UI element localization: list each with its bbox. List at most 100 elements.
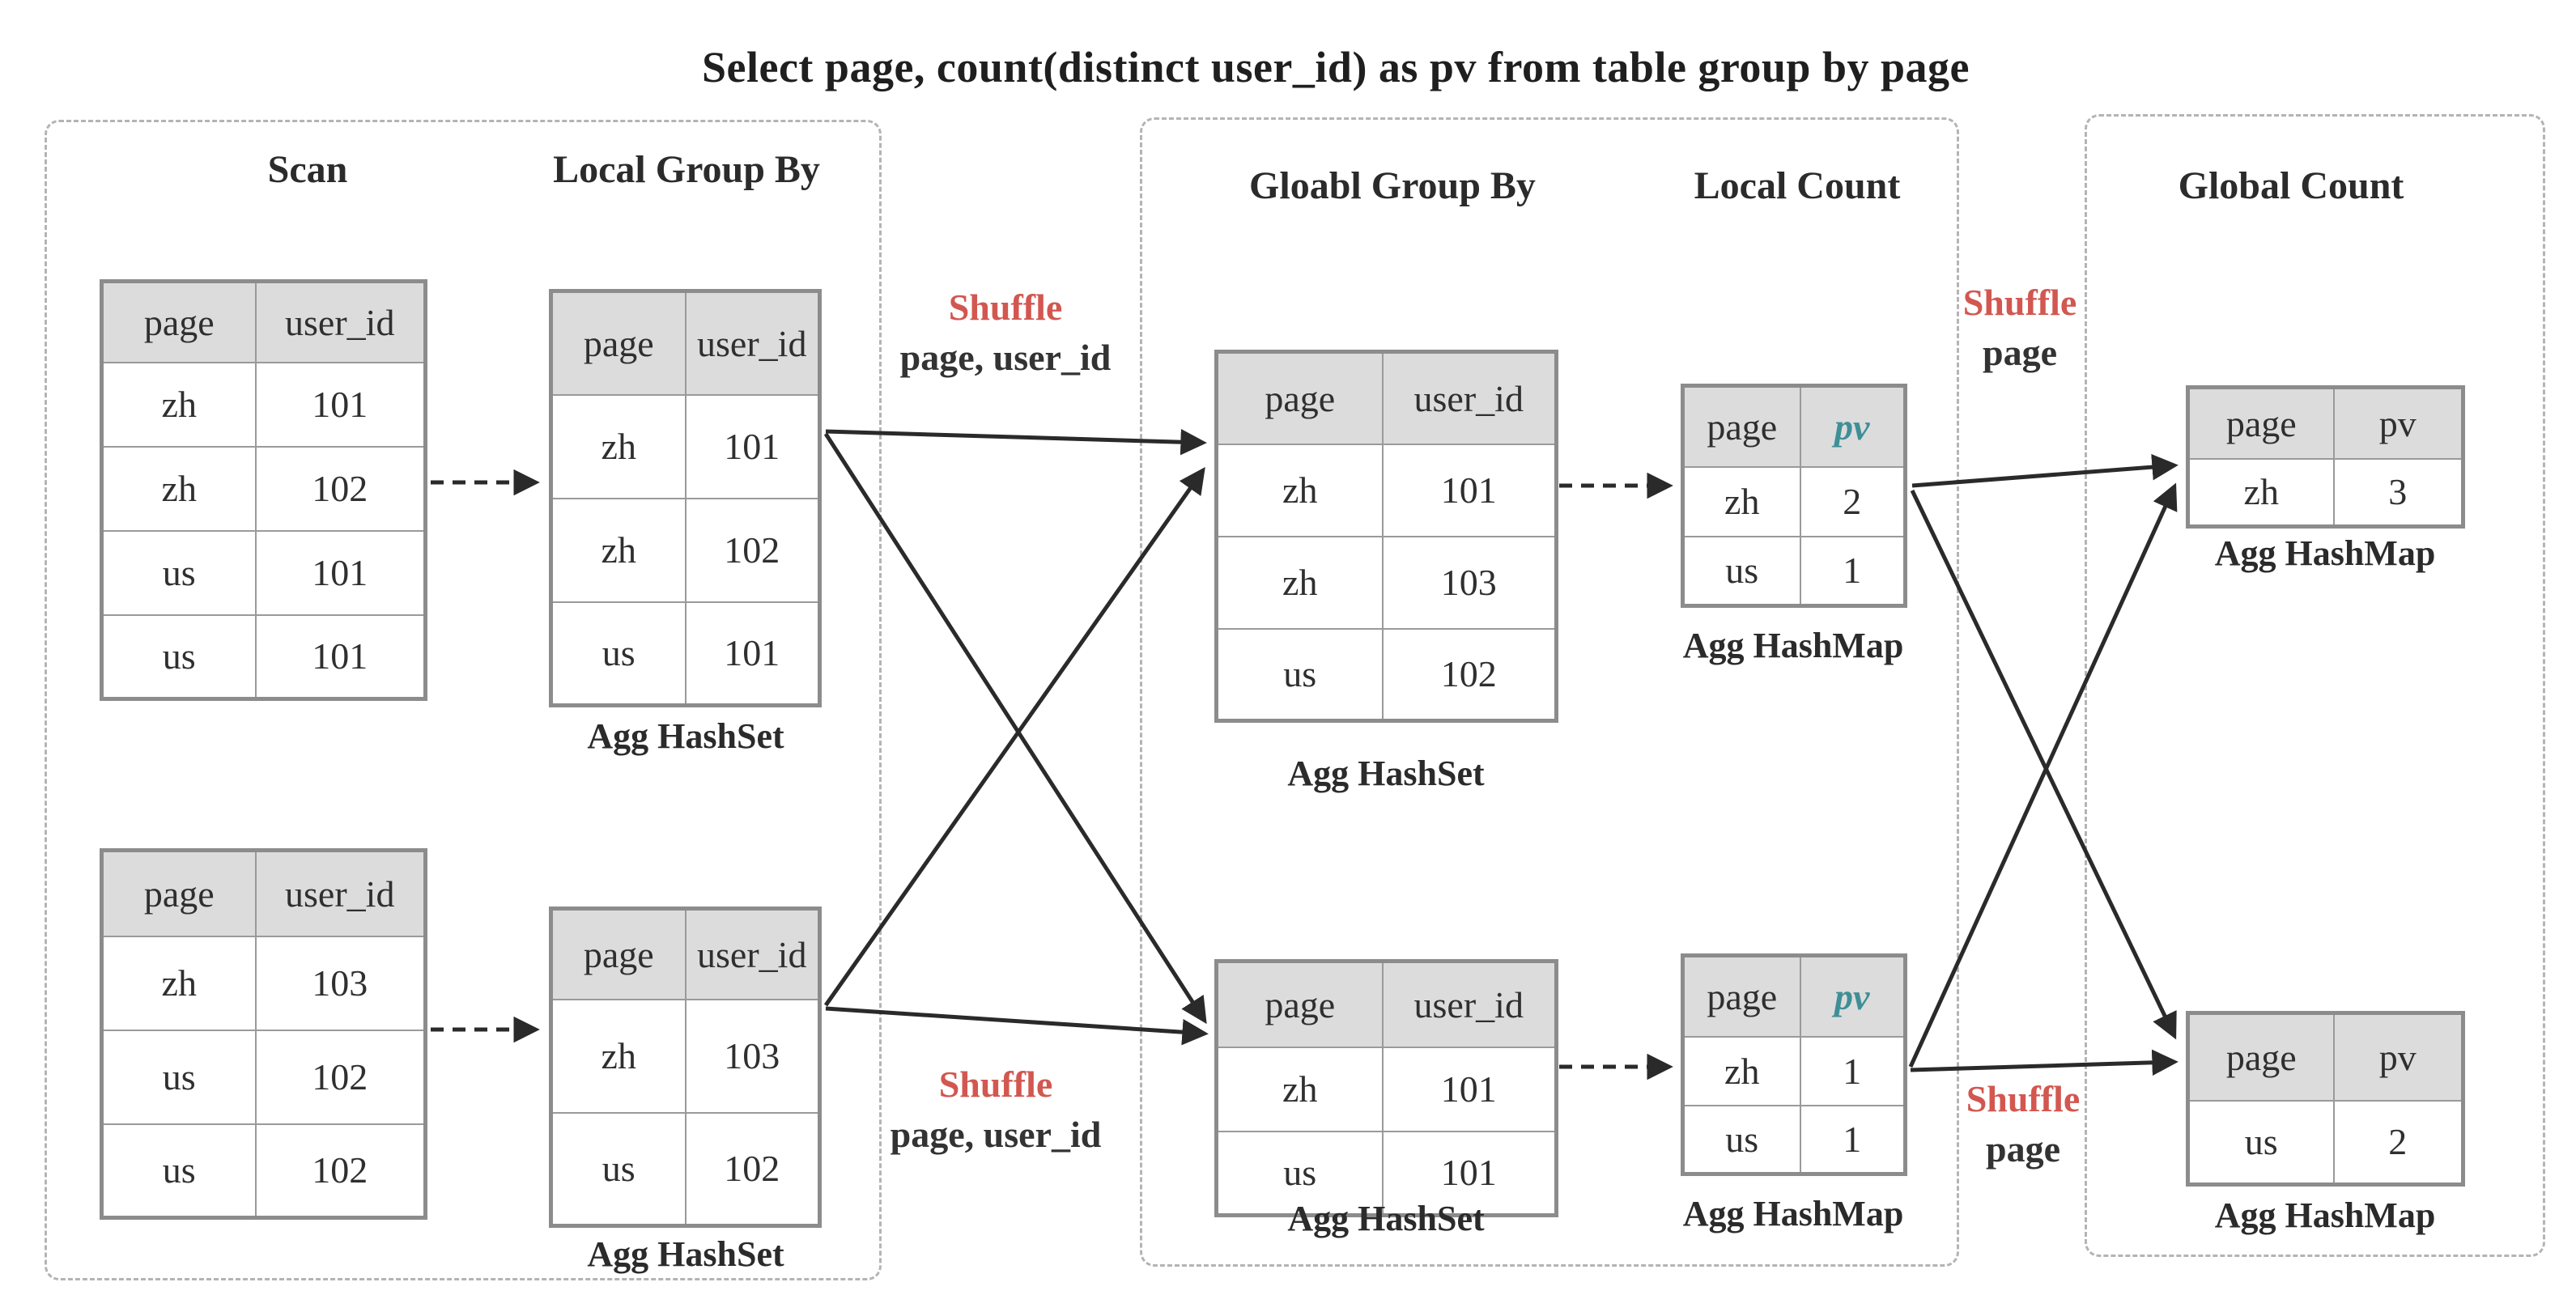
col-header-page: page bbox=[100, 849, 257, 937]
shuffle-key: page bbox=[1986, 1128, 2060, 1170]
cell: 102 bbox=[684, 1111, 821, 1227]
stage-header-local-group-by: Local Group By bbox=[553, 148, 820, 191]
cell: zh bbox=[1215, 443, 1384, 537]
cell: 103 bbox=[1381, 535, 1558, 630]
shuffle-key: page, user_id bbox=[890, 1114, 1102, 1155]
table-header-row: page user_id bbox=[550, 907, 821, 1000]
table-header-row: page user_id bbox=[100, 849, 427, 937]
cell: 102 bbox=[684, 497, 821, 603]
col-header-page: page bbox=[1215, 960, 1384, 1048]
cell: 101 bbox=[1381, 443, 1558, 537]
cell: 102 bbox=[254, 445, 427, 532]
cell: 101 bbox=[254, 361, 427, 448]
cell: 102 bbox=[254, 1123, 427, 1219]
cell: us bbox=[550, 1111, 687, 1227]
cell: 103 bbox=[684, 998, 821, 1114]
col-header-page: page bbox=[2187, 386, 2335, 460]
cell: zh bbox=[100, 361, 257, 448]
col-header-pv: pv bbox=[2332, 386, 2464, 460]
shuffle-title: Shuffle bbox=[1962, 282, 2077, 323]
caption-agg-hashset-local1: Agg HashSet bbox=[587, 716, 784, 756]
shuffle-label-right-bottom: Shuffle page bbox=[1954, 1076, 2092, 1172]
cell: zh bbox=[1681, 465, 1801, 537]
cell: 1 bbox=[1799, 535, 1906, 607]
stage-header-scan: Scan bbox=[267, 148, 348, 191]
caption-agg-hashmap-globalcount2: Agg HashMap bbox=[2214, 1195, 2436, 1235]
stage-header-global-group-by: Gloabl Group By bbox=[1249, 164, 1536, 207]
cell: zh bbox=[550, 393, 687, 499]
caption-agg-hashmap-localcount1: Agg HashMap bbox=[1682, 626, 1904, 665]
table-header-row: page pv bbox=[2187, 386, 2464, 460]
cell: 101 bbox=[1381, 1046, 1558, 1132]
cell: 1 bbox=[1799, 1104, 1906, 1175]
shuffle-key: page bbox=[1983, 332, 2057, 373]
cell: us bbox=[1681, 535, 1801, 607]
cell: 102 bbox=[1381, 627, 1558, 722]
col-header-page: page bbox=[550, 907, 687, 1000]
col-header-page: page bbox=[1215, 350, 1384, 445]
col-header-page: page bbox=[100, 280, 257, 363]
caption-agg-hashset-local2: Agg HashSet bbox=[587, 1234, 784, 1274]
table-header-row: page user_id bbox=[100, 280, 427, 363]
cell: 101 bbox=[684, 601, 821, 707]
cell: us bbox=[100, 529, 257, 616]
cell: us bbox=[1215, 1130, 1384, 1216]
col-header-user-id: user_id bbox=[1381, 350, 1558, 445]
table-header-row: page pv bbox=[1681, 384, 1906, 468]
col-header-pv: pv bbox=[2332, 1012, 2464, 1102]
cell: 1 bbox=[1799, 1035, 1906, 1106]
col-header-pv: pv bbox=[1799, 384, 1906, 468]
cell: 101 bbox=[254, 614, 427, 700]
cell: us bbox=[550, 601, 687, 707]
stage-header-local-count: Local Count bbox=[1694, 164, 1901, 207]
col-header-page: page bbox=[1681, 384, 1801, 468]
col-header-page: page bbox=[2187, 1012, 2335, 1102]
table-header-row: page user_id bbox=[1215, 350, 1558, 445]
cell: 101 bbox=[684, 393, 821, 499]
cell: 103 bbox=[254, 935, 427, 1031]
cell: zh bbox=[550, 497, 687, 603]
cell: us bbox=[1681, 1104, 1801, 1175]
cell: 101 bbox=[1381, 1130, 1558, 1216]
cell: zh bbox=[1215, 535, 1384, 630]
cell: us bbox=[100, 1029, 257, 1125]
cell: zh bbox=[100, 935, 257, 1031]
cell: zh bbox=[1681, 1035, 1801, 1106]
shuffle-label-mid-top: Shuffle page, user_id bbox=[879, 285, 1132, 380]
cell: zh bbox=[100, 445, 257, 532]
shuffle-label-right-top: Shuffle page bbox=[1951, 280, 2089, 376]
caption-agg-hashmap-globalcount1: Agg HashMap bbox=[2214, 533, 2436, 573]
sql-query-title: Select page, count(distinct user_id) as … bbox=[701, 43, 1970, 91]
col-header-user-id: user_id bbox=[684, 290, 821, 396]
caption-agg-hashset-global2: Agg HashSet bbox=[1287, 1199, 1485, 1238]
col-header-user-id: user_id bbox=[1381, 960, 1558, 1048]
cell: us bbox=[100, 1123, 257, 1219]
col-header-user-id: user_id bbox=[254, 280, 427, 363]
stage-header-global-count: Global Count bbox=[2178, 164, 2404, 207]
